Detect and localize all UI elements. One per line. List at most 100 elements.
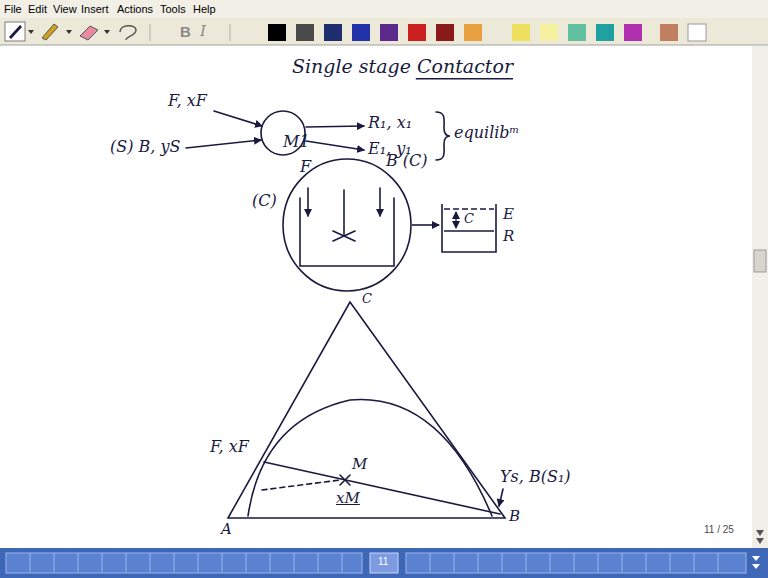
solvent-pipe — [379, 188, 381, 216]
feed-pipe — [307, 188, 309, 216]
vertex-label: A — [221, 521, 232, 538]
page-arrows — [752, 556, 760, 569]
feed-arrow — [214, 111, 262, 126]
feed-solvent-line — [264, 462, 500, 514]
color-swatch — [688, 24, 706, 41]
phase-interface — [444, 230, 494, 231]
node-outline — [282, 158, 412, 292]
liquid-surface — [444, 208, 494, 209]
stirrer-blade — [333, 231, 355, 241]
scroll-arrows — [756, 530, 764, 544]
segment-dividers — [30, 553, 718, 573]
solvent-arrow — [186, 140, 261, 148]
color-swatch — [660, 24, 678, 41]
title-text: Single stage Contactor — [292, 56, 513, 78]
toolbar-border — [0, 45, 768, 46]
raffinate-label: R₁, x₁ — [368, 114, 412, 132]
tie-line — [262, 480, 340, 490]
color-swatch — [568, 24, 586, 41]
handwritten-ink — [186, 111, 505, 518]
pen-button — [5, 22, 25, 41]
dropdown-arrow — [66, 30, 72, 34]
bold-button: B — [180, 23, 191, 40]
color-swatch — [296, 24, 314, 41]
extract-phase-label: E — [503, 206, 514, 223]
pen-icon — [9, 25, 22, 39]
separator — [230, 24, 231, 41]
mixture-composition: xM — [336, 490, 360, 507]
current-page-segment — [370, 553, 398, 573]
node-text: C — [464, 212, 474, 227]
color-swatch — [596, 24, 614, 41]
color-palette — [268, 24, 706, 41]
raffinate-phase-label: R — [503, 228, 514, 245]
page-bar — [0, 548, 768, 578]
menu-bar — [0, 0, 768, 18]
solvent-point-label: Ys, B(S₁) — [500, 468, 571, 486]
stirrer-shaft — [343, 190, 345, 236]
color-swatch — [268, 24, 286, 41]
node-text: M1 — [283, 133, 310, 151]
eraser-icon — [80, 26, 98, 40]
vertex-label: B — [509, 508, 520, 525]
feed-point-label: F, xF — [210, 438, 249, 456]
mixture-label: M — [352, 456, 367, 473]
node-outline — [440, 202, 498, 254]
color-swatch — [324, 24, 342, 41]
mixture-point — [340, 475, 350, 485]
toolbar — [0, 18, 768, 45]
feed-label: F, xF — [168, 92, 207, 110]
color-swatch — [540, 24, 558, 41]
page-bar-ground — [0, 548, 768, 578]
page-segment-number: 11 — [378, 556, 388, 568]
color-swatch — [408, 24, 426, 41]
equilibrium-note: equilibᵐ — [454, 124, 519, 142]
italic-button: I — [200, 23, 206, 40]
vertex-label: C — [362, 292, 372, 307]
highlighter-icon — [42, 24, 58, 40]
tank-walls — [442, 204, 496, 252]
raffinate-arrow — [306, 126, 364, 127]
separator — [150, 24, 151, 41]
dropdown-arrow — [28, 30, 34, 34]
connector-arrow — [412, 224, 439, 226]
page-segments — [6, 553, 362, 573]
binodal-curve — [248, 400, 492, 516]
height-arrow — [455, 212, 456, 228]
mixer-settler-circle: M1 — [260, 110, 306, 156]
page-number: 11 / 25 — [704, 524, 734, 536]
color-swatch — [464, 24, 482, 41]
scrollbar — [752, 46, 768, 548]
color-swatch — [436, 24, 454, 41]
menu-item: Edit — [28, 3, 47, 16]
extract-arrow — [306, 141, 364, 150]
magnified-vessel-circle: F(C)B (C) — [282, 158, 412, 292]
menu-item: Tools — [160, 3, 186, 16]
title-underline — [416, 78, 513, 80]
settling-tank: C — [440, 202, 498, 254]
menu-item: View — [53, 3, 77, 16]
node-text: (C) — [252, 192, 277, 210]
leader-line — [499, 489, 503, 506]
color-swatch — [352, 24, 370, 41]
menu-item: Help — [193, 3, 216, 16]
menu-item: File — [4, 3, 22, 16]
solvent-label: (S) B, yS — [110, 138, 180, 156]
scroll-thumb — [754, 250, 766, 272]
node-text: F — [300, 158, 311, 176]
color-swatch — [512, 24, 530, 41]
color-swatch — [624, 24, 642, 41]
page-segments — [406, 553, 746, 573]
node-text: B (C) — [386, 152, 428, 170]
lasso-icon — [120, 26, 136, 40]
triangle — [228, 302, 505, 518]
brace — [436, 112, 450, 160]
menu-item: Actions — [117, 3, 153, 16]
tool-icons — [5, 22, 230, 41]
circle-outline — [283, 159, 411, 291]
color-swatch — [380, 24, 398, 41]
menu-item: Insert — [81, 3, 109, 16]
dropdown-arrow — [104, 30, 110, 34]
